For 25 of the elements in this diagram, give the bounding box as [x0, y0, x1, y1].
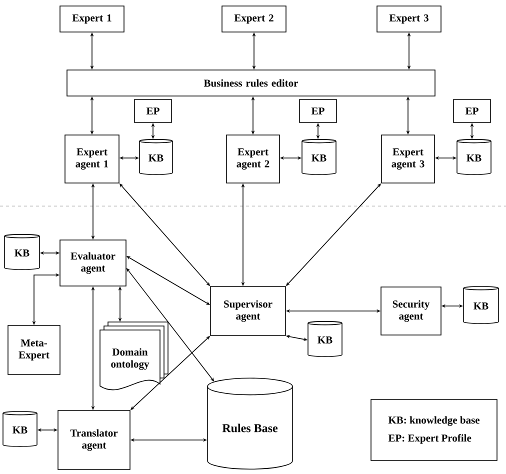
database-cylinder: KB [463, 286, 499, 324]
legend-box: KB: knowledge base EP: Expert Profile [370, 399, 498, 461]
database-cylinder: Rules Base [207, 378, 293, 470]
agent-box: Expert agent 2 [226, 134, 280, 184]
database-cylinder: KB [139, 139, 173, 175]
expert-box: Expert 3 [376, 6, 442, 32]
editor-bar: Business rules editor [66, 70, 436, 96]
agent-box: Expert agent 1 [64, 134, 120, 184]
database-cylinder: KB [456, 139, 492, 175]
expert-box: Expert 2 [222, 6, 286, 32]
agent-box: Expert agent 3 [381, 134, 435, 184]
expert-box: Meta-Expert [8, 325, 60, 375]
profile-box: EP [134, 99, 172, 123]
profile-box: EP [299, 99, 337, 123]
database-cylinder: KB [302, 139, 336, 175]
database-cylinder: KB [4, 234, 40, 270]
agent-box: Security agent [380, 286, 442, 336]
profile-box: EP [453, 99, 491, 123]
database-cylinder: KB [2, 411, 38, 447]
agent-box: Evaluator agent [60, 240, 126, 286]
document-stack: Domain ontology [100, 322, 168, 390]
agent-box: Supervisor agent [210, 286, 286, 336]
expert-box: Expert 1 [60, 6, 124, 32]
agent-box: Translator agent [58, 410, 130, 470]
database-cylinder: KB [308, 321, 342, 357]
